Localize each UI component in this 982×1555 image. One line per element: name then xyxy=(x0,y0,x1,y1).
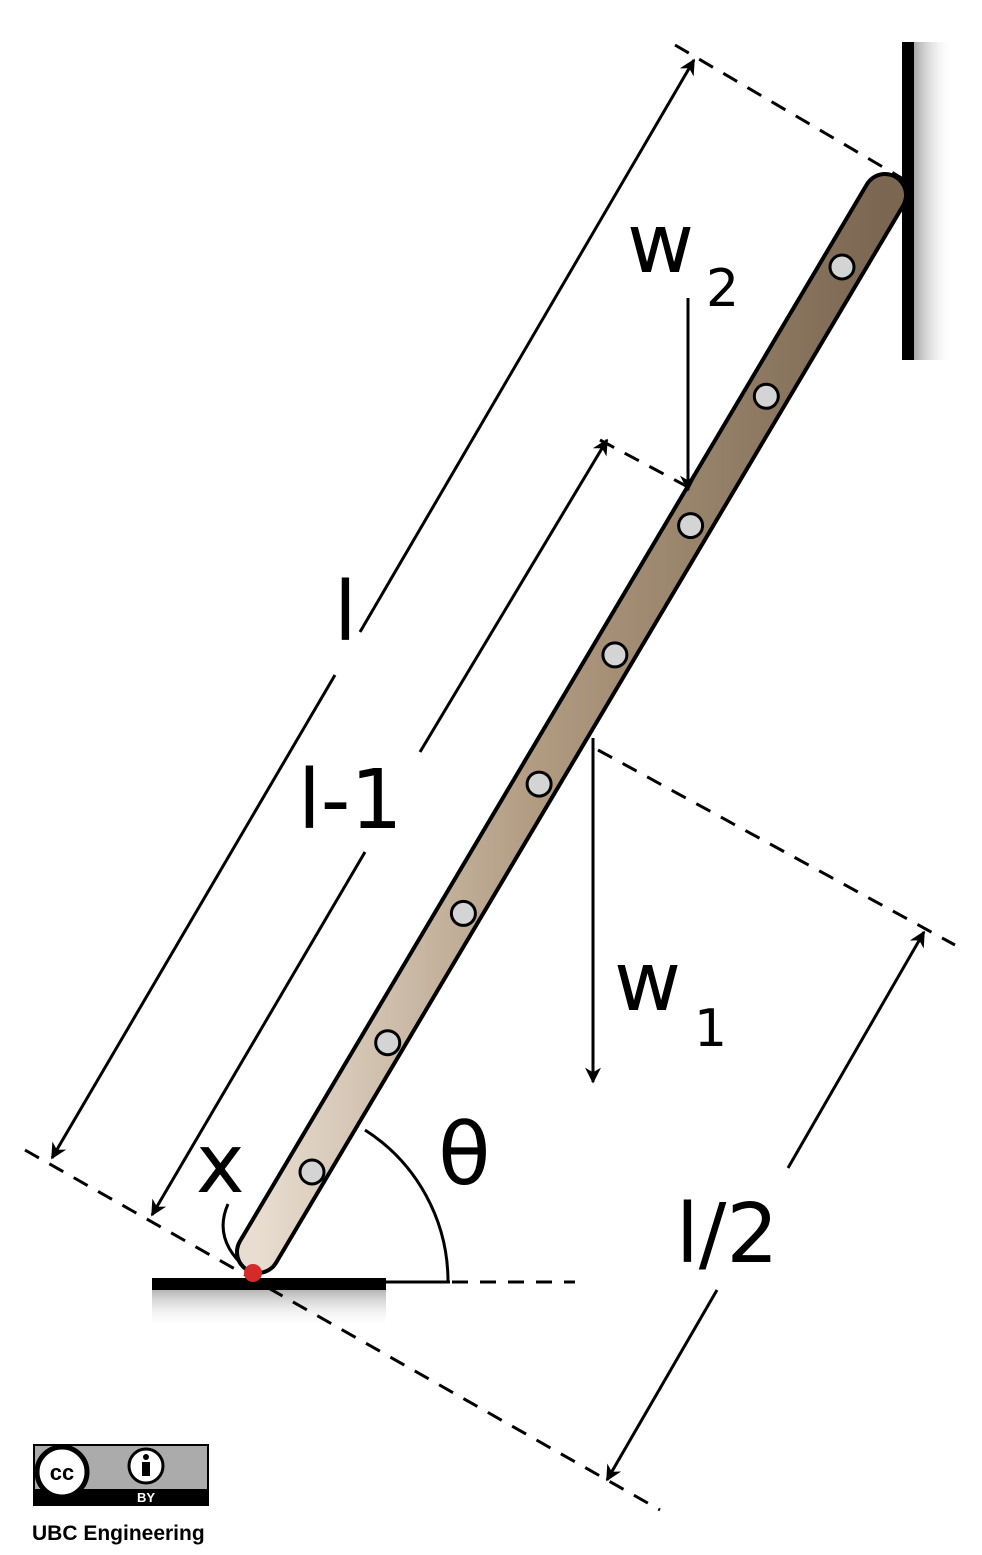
by-text: BY xyxy=(137,1490,155,1505)
label-distance-x: x xyxy=(196,1117,245,1212)
floor-shading xyxy=(152,1284,386,1328)
angle-theta-arc xyxy=(364,1128,450,1284)
wall xyxy=(902,42,954,360)
label-weight-w1-subscript: 1 xyxy=(694,999,727,1059)
ladder-rung xyxy=(449,899,477,927)
attribution-icon xyxy=(127,1447,165,1485)
ladder-body xyxy=(239,176,904,1271)
ladder-rungs xyxy=(298,253,856,1186)
label-length-l: l xyxy=(334,565,357,660)
label-length-l-minus-1: l-1 xyxy=(298,753,403,848)
w2-position-reference-line xyxy=(599,438,689,489)
label-weight-w2: w xyxy=(627,197,694,292)
ladder xyxy=(235,172,908,1275)
dimension-l-minus-1-arrow-bottom xyxy=(150,851,367,1217)
credit-text: UBC Engineering xyxy=(32,1522,205,1545)
ladder-rung xyxy=(828,253,856,281)
dimension-l-arrow-bottom xyxy=(50,674,337,1160)
cc-icon xyxy=(34,1444,90,1500)
top-end-reference-line xyxy=(674,43,906,182)
ladder-rung xyxy=(374,1029,402,1057)
pivot-point xyxy=(244,1264,262,1282)
ladder-rung xyxy=(752,382,780,410)
dimension-l-minus-1-arrow-top xyxy=(418,438,609,753)
angle-arc xyxy=(364,1128,450,1283)
base-reference-line xyxy=(24,1148,661,1512)
cc-text: cc xyxy=(50,1460,74,1485)
dimension-half-length-arrow-top xyxy=(786,930,926,1169)
ladder-rung xyxy=(298,1158,326,1186)
floor xyxy=(152,1278,386,1328)
dimension-l xyxy=(50,58,696,1160)
ladder-rung xyxy=(601,641,629,669)
wall-shading xyxy=(910,42,954,360)
cc-by-license-badge: cc BY xyxy=(33,1444,209,1506)
dashed-reference-lines xyxy=(24,43,956,1512)
label-weight-w1: w xyxy=(614,935,681,1030)
label-half-length: l/2 xyxy=(676,1187,779,1282)
dimension-l-minus-1 xyxy=(150,438,609,1217)
w1-position-reference-line xyxy=(597,748,956,947)
dimension-l-arrow-top xyxy=(358,58,696,633)
dimension-half-length xyxy=(605,930,926,1482)
ladder-rung xyxy=(525,770,553,798)
label-weight-w2-subscript: 2 xyxy=(706,259,739,319)
label-angle-theta: θ xyxy=(438,1105,491,1205)
ladder-rung xyxy=(677,512,705,540)
dimension-half-length-arrow-bottom xyxy=(605,1289,719,1482)
